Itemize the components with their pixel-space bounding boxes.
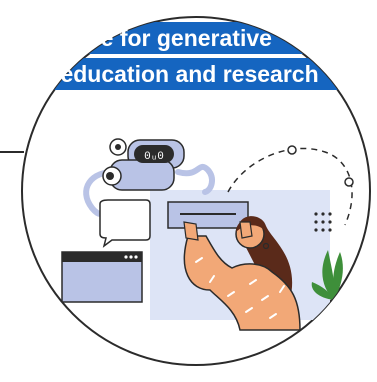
woman-figure xyxy=(183,216,301,331)
robot: 0ᵤ0 xyxy=(102,138,185,191)
banner-title-line-1: ance for generative xyxy=(61,25,272,51)
held-board xyxy=(167,201,249,229)
banner-bar-2 xyxy=(34,58,342,90)
robot-arm-right xyxy=(175,163,215,195)
browser-window xyxy=(61,251,143,303)
robot-face-text: 0ᵤ0 xyxy=(144,151,164,163)
dashed-arc xyxy=(227,147,353,226)
arc-end-dot xyxy=(344,177,354,187)
banner-title-line-2: n education and research xyxy=(40,61,319,87)
speech-bubble xyxy=(99,199,151,248)
arc-dot xyxy=(287,145,297,155)
dots-grid xyxy=(314,212,332,232)
